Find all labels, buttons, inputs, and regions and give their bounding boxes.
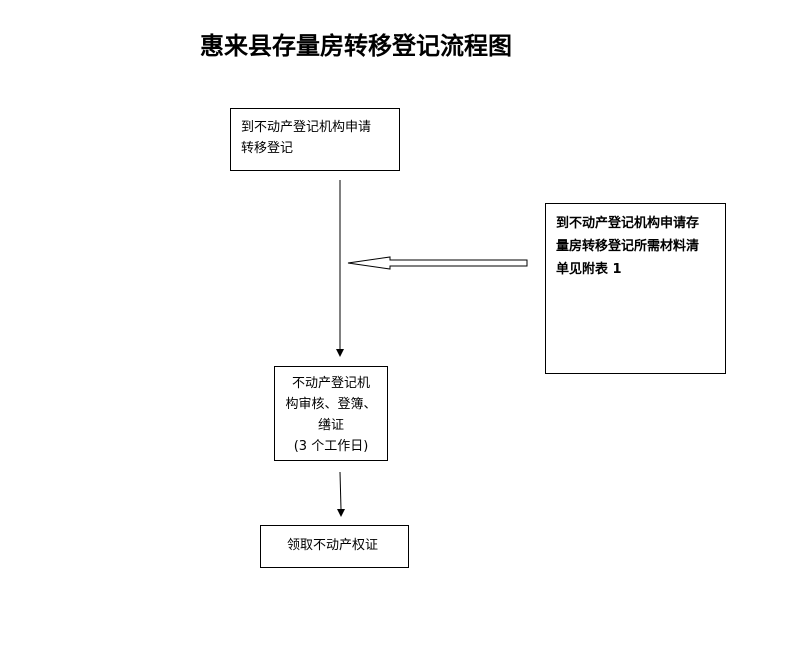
step-review-line-3: 缮证 (317, 418, 344, 433)
arrow-down-icon (336, 180, 344, 357)
step-review-line-1: 不动产登记机 (291, 376, 370, 391)
materials-note-line-3: 单见附表 1 (556, 262, 622, 277)
step-apply-box: 到不动产登记机构申请 转移登记 (230, 108, 400, 171)
page-title: 惠来县存量房转移登记流程图 (200, 31, 512, 60)
materials-note-box: 到不动产登记机构申请存 量房转移登记所需材料清 单见附表 1 (545, 203, 726, 374)
step-review-line-4: (3 个工作日) (293, 439, 369, 454)
step-review-line-2: 构审核、登簿、 (285, 397, 377, 412)
step-apply-line-2: 转移登记 (241, 141, 294, 156)
materials-note-line-1: 到不动产登记机构申请存 (556, 216, 700, 231)
step-collect-box: 领取不动产权证 (260, 525, 409, 568)
step-review-box: 不动产登记机 构审核、登簿、 缮证 (3 个工作日) (274, 366, 388, 461)
step-apply-line-1: 到不动产登记机构申请 (241, 120, 372, 135)
arrow-down-icon (337, 471, 345, 517)
step-collect-line-1: 领取不动产权证 (287, 538, 379, 553)
materials-note-line-2: 量房转移登记所需材料清 (556, 239, 700, 254)
block-arrow-left-icon (347, 256, 528, 270)
